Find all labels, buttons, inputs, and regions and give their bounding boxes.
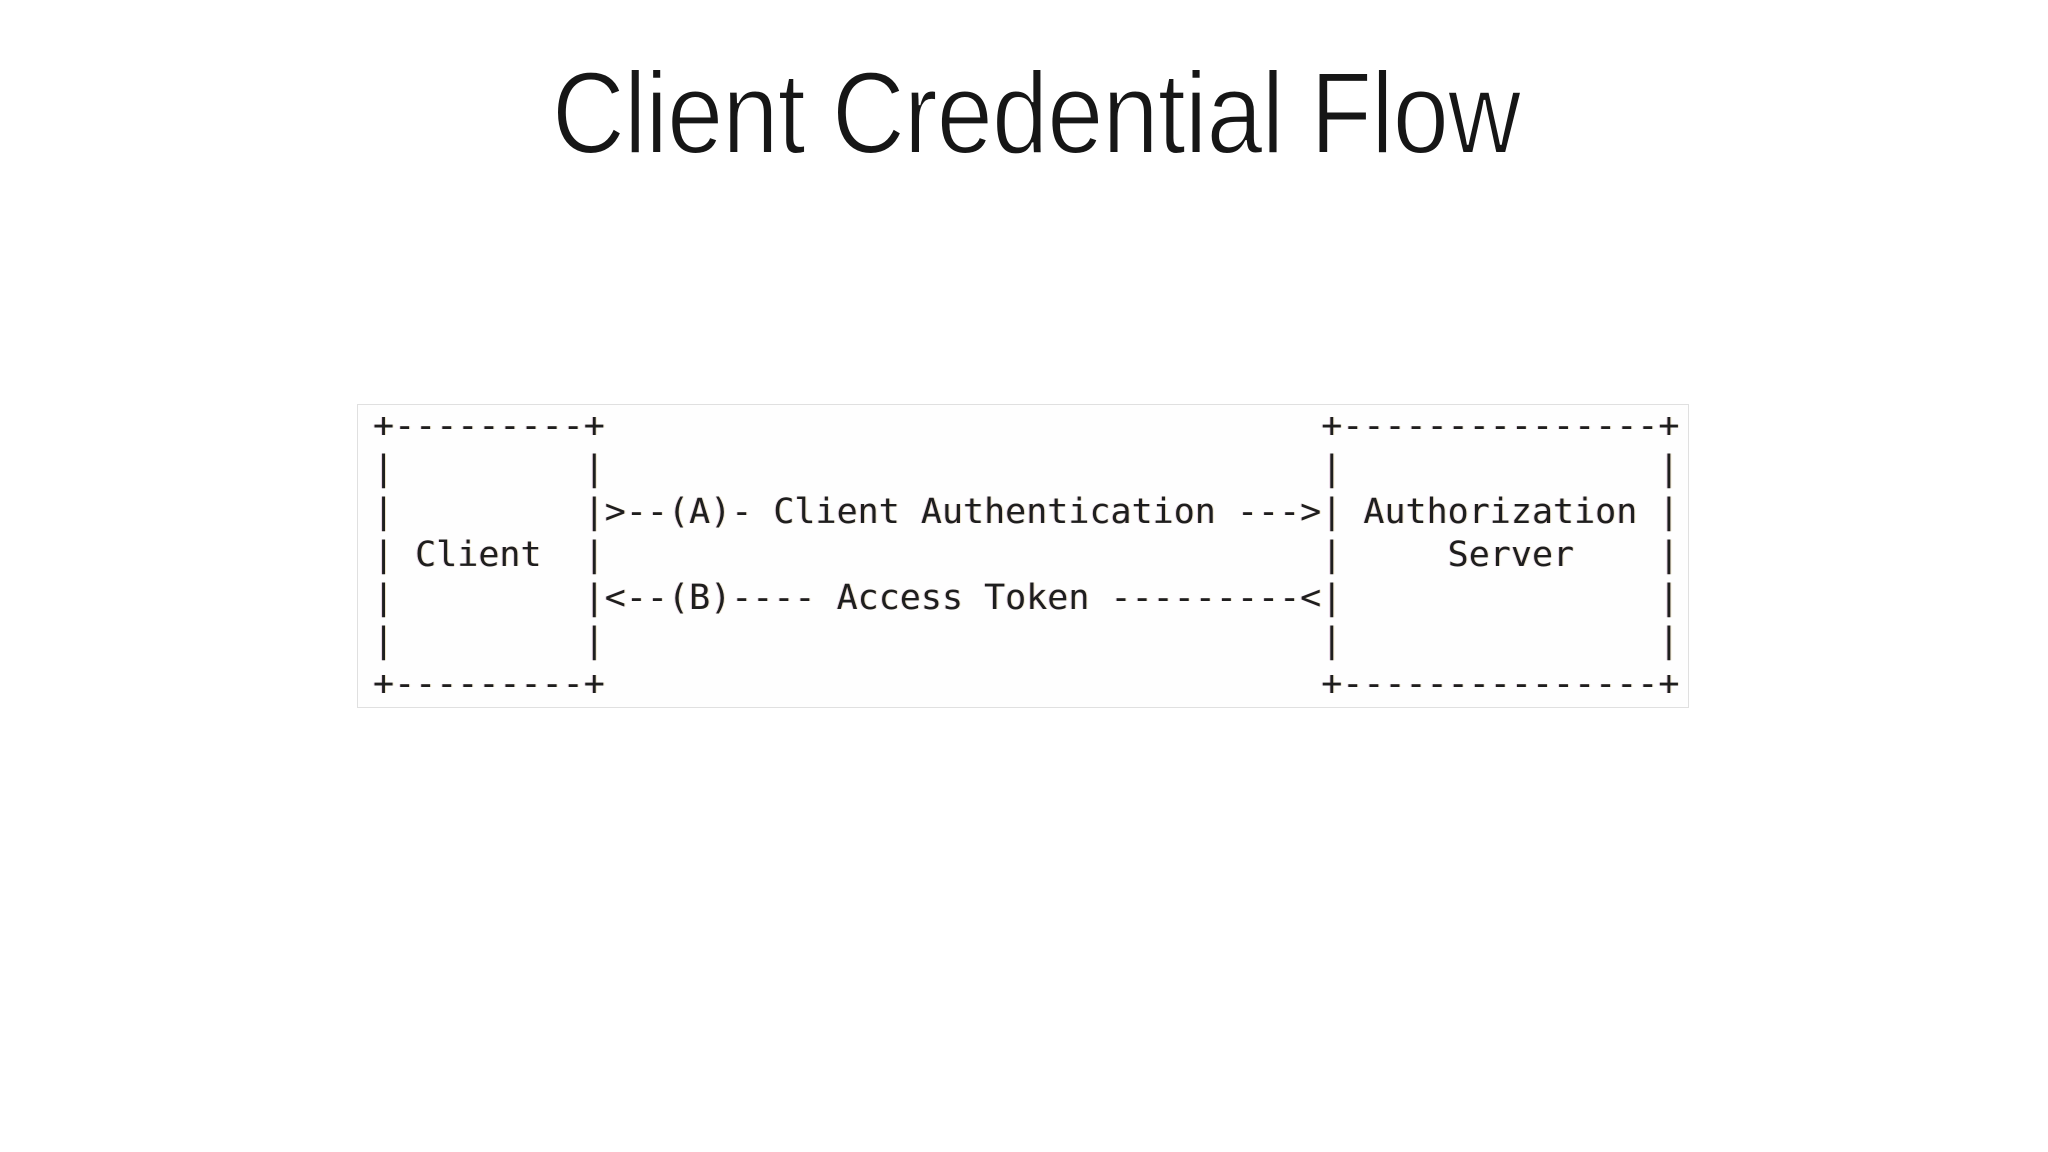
ascii-sequence-diagram: +---------+ +---------------+ | | | | | … bbox=[373, 406, 1680, 704]
slide-title: Client Credential Flow bbox=[551, 48, 1522, 178]
client-credential-flow-diagram-frame: +---------+ +---------------+ | | | | | … bbox=[357, 404, 1689, 708]
